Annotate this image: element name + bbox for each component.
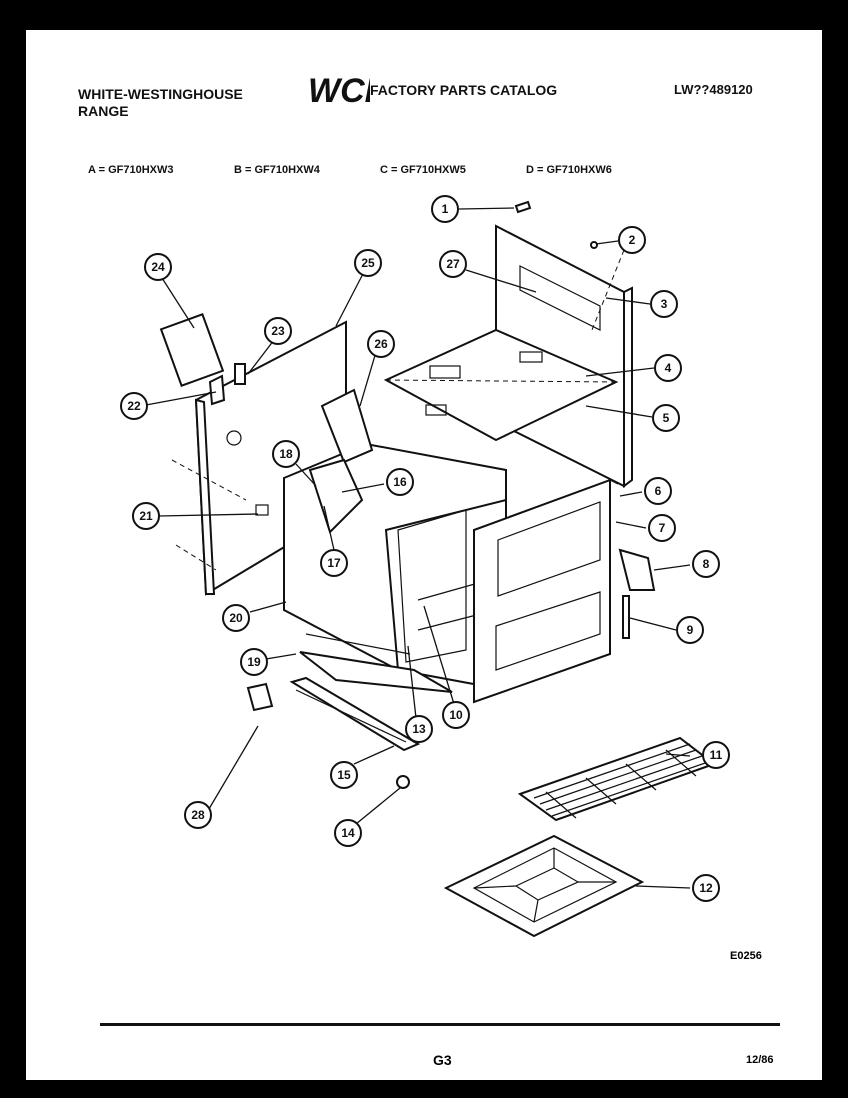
callout-3: 3 <box>650 290 678 318</box>
svg-text:22: 22 <box>127 399 141 413</box>
model-b: B = GF710HXW4 <box>234 164 320 176</box>
callout-12: 12 <box>692 874 720 902</box>
svg-text:5: 5 <box>663 411 670 425</box>
svg-text:15: 15 <box>337 768 351 782</box>
logo-text: WCI <box>308 72 370 106</box>
svg-text:26: 26 <box>374 337 388 351</box>
svg-text:12: 12 <box>699 881 713 895</box>
callout-8: 8 <box>692 550 720 578</box>
svg-text:4: 4 <box>665 361 672 375</box>
oven-top-panel <box>383 328 619 442</box>
brand-line-2: RANGE <box>78 103 129 119</box>
oven-door-frame <box>473 478 619 704</box>
footer-divider <box>100 1023 780 1026</box>
exploded-parts-diagram: 1 2 3 4 5 6 7 8 9 10 11 12 13 14 15 16 1… <box>120 195 730 938</box>
svg-text:13: 13 <box>412 722 426 736</box>
svg-text:19: 19 <box>247 655 261 669</box>
leader-lines <box>145 207 691 889</box>
model-c: C = GF710HXW5 <box>380 164 466 176</box>
callout-25: 25 <box>354 249 382 277</box>
catalog-number: LW??489120 <box>674 82 753 97</box>
catalog-title: FACTORY PARTS CATALOG <box>370 82 558 98</box>
callout-23: 23 <box>264 317 292 345</box>
oven-rack <box>517 736 717 822</box>
page-number: G3 <box>433 1052 452 1068</box>
callout-4: 4 <box>654 354 682 382</box>
brand-label: WHITE-WESTINGHOUSE RANGE <box>78 86 243 120</box>
callout-10: 10 <box>442 701 470 729</box>
svg-text:11: 11 <box>710 748 723 762</box>
brand-line-1: WHITE-WESTINGHOUSE <box>78 86 243 102</box>
model-a: A = GF710HXW3 <box>88 164 174 176</box>
callout-20: 20 <box>222 604 250 632</box>
callout-17: 17 <box>320 549 348 577</box>
callout-16: 16 <box>386 468 414 496</box>
small-parts <box>159 200 656 789</box>
callout-24: 24 <box>144 253 172 281</box>
kick-panel <box>289 676 421 752</box>
callout-28: 28 <box>184 801 212 829</box>
svg-text:9: 9 <box>687 623 694 637</box>
svg-text:27: 27 <box>446 257 460 271</box>
callout-15: 15 <box>330 761 358 789</box>
callout-22: 22 <box>120 392 148 420</box>
callout-19: 19 <box>240 648 268 676</box>
catalog-page: WHITE-WESTINGHOUSE RANGE WCI FACTORY PAR… <box>26 30 822 1080</box>
svg-text:7: 7 <box>659 521 666 535</box>
oven-bottom-panel <box>299 633 453 693</box>
svg-text:17: 17 <box>327 556 341 570</box>
svg-text:3: 3 <box>661 297 668 311</box>
callout-7: 7 <box>648 514 676 542</box>
svg-text:28: 28 <box>191 808 205 822</box>
wci-logo: WCI <box>308 72 370 106</box>
svg-text:6: 6 <box>655 484 662 498</box>
drawing-code: E0256 <box>730 950 762 962</box>
model-d: D = GF710HXW6 <box>526 164 612 176</box>
callout-27: 27 <box>439 250 467 278</box>
callout-2: 2 <box>618 226 646 254</box>
callout-11: 11 <box>702 741 730 769</box>
callout-18: 18 <box>272 440 300 468</box>
svg-text:18: 18 <box>279 447 293 461</box>
svg-text:16: 16 <box>393 475 407 489</box>
date-code: 12/86 <box>746 1054 774 1066</box>
callout-21: 21 <box>132 502 160 530</box>
svg-text:21: 21 <box>139 509 153 523</box>
svg-text:8: 8 <box>703 557 710 571</box>
svg-text:25: 25 <box>361 256 375 270</box>
svg-text:20: 20 <box>229 611 243 625</box>
callout-26: 26 <box>367 330 395 358</box>
svg-text:23: 23 <box>271 324 285 338</box>
callout-13: 13 <box>405 715 433 743</box>
callout-1: 1 <box>431 195 459 223</box>
callout-6: 6 <box>644 477 672 505</box>
callout-5: 5 <box>652 404 680 432</box>
callout-9: 9 <box>676 616 704 644</box>
callout-14: 14 <box>334 819 362 847</box>
svg-text:24: 24 <box>151 260 165 274</box>
svg-text:1: 1 <box>442 202 449 216</box>
svg-text:2: 2 <box>629 233 636 247</box>
broiler-pan <box>443 834 645 938</box>
svg-text:14: 14 <box>341 826 355 840</box>
svg-text:10: 10 <box>449 708 463 722</box>
